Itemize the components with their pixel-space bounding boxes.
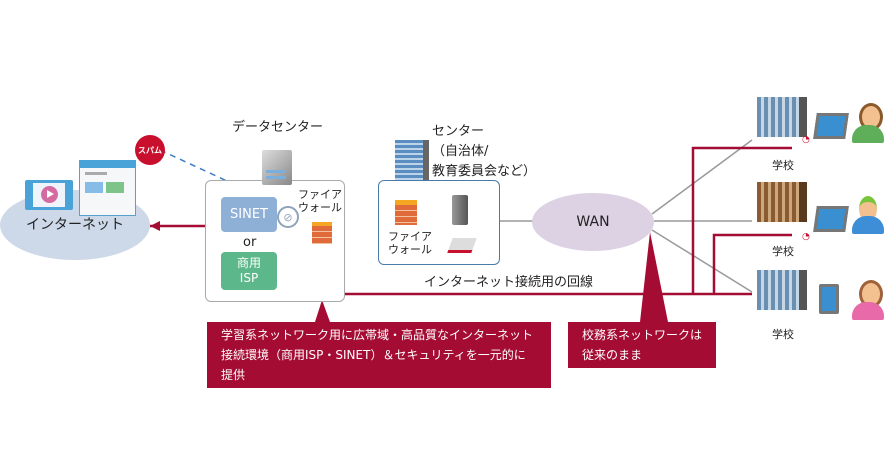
spam-badge: スパム xyxy=(135,135,165,165)
datacenter-server-icon xyxy=(262,150,292,185)
wan-school3-link xyxy=(651,229,753,293)
school-label: 学校 xyxy=(772,245,794,258)
school-building-icon xyxy=(757,270,807,310)
laptop-icon xyxy=(813,113,849,139)
school-1: ◔ 学校 xyxy=(752,95,890,172)
user-woman-icon xyxy=(852,103,884,143)
video-player-icon xyxy=(25,180,73,210)
school-label: 学校 xyxy=(772,159,794,172)
firewall-label-line1: ファイア xyxy=(298,188,342,201)
wan-label: WAN xyxy=(576,214,610,230)
center-title-line1: センター xyxy=(432,124,485,139)
firewall-label-line2: ウォール xyxy=(298,201,342,214)
user-girl-icon xyxy=(852,280,884,320)
left-callout-pointer xyxy=(315,300,330,322)
or-label: or xyxy=(243,235,257,250)
sinet-box: SINET xyxy=(221,197,277,232)
school2-red-line xyxy=(712,233,792,294)
right-callout: 校務系ネットワークは 従来のまま xyxy=(568,322,716,368)
school-2: ◔ 学校 xyxy=(752,180,890,260)
wan-cloud: WAN xyxy=(532,193,654,251)
center-firewall-line2: ウォール xyxy=(388,243,432,256)
isp-label-line2: ISP xyxy=(239,271,259,285)
school-3: 学校 xyxy=(752,268,890,348)
center-title-line2: （自治体/ xyxy=(432,144,489,159)
laptop-icon xyxy=(813,206,849,232)
tablet-icon xyxy=(819,284,839,314)
wifi-icon: ◔ xyxy=(802,135,810,145)
school1-red-line xyxy=(691,146,792,294)
school-label: 学校 xyxy=(772,328,794,341)
router-icon: ⊘ xyxy=(277,206,299,228)
internet-line-label: インターネット接続用の回線 xyxy=(424,275,594,290)
wifi-icon: ◔ xyxy=(802,232,810,242)
center-title-line3: 教育委員会など） xyxy=(432,164,537,179)
isp-box: 商用 ISP xyxy=(221,252,277,290)
datacenter-firewall-icon xyxy=(312,222,332,244)
center-title: センター （自治体/ 教育委員会など） xyxy=(432,122,536,182)
center-firewall-icon xyxy=(395,200,417,225)
wan-school1-link xyxy=(651,139,753,215)
browser-window-icon xyxy=(79,160,136,216)
left-callout: 学習系ネットワーク用に広帯域・高品質なインターネット 接続環境（商用ISP・SI… xyxy=(207,322,551,388)
datacenter-title: データセンター xyxy=(232,120,324,135)
spam-label: スパム xyxy=(138,145,162,155)
datacenter-firewall-label: ファイア ウォール xyxy=(298,188,342,214)
user-boy-cap-icon xyxy=(852,194,884,234)
right-callout-line2: 従来のまま xyxy=(582,348,643,362)
left-callout-line2: 接続環境（商用ISP・SINET）＆セキュリティを一元的に提供 xyxy=(221,348,526,382)
left-callout-line1: 学習系ネットワーク用に広帯域・高品質なインターネット xyxy=(221,328,534,342)
center-firewall-line1: ファイア xyxy=(388,230,432,243)
right-callout-pointer xyxy=(640,232,668,322)
sinet-label: SINET xyxy=(230,207,268,222)
internet-label: インターネット xyxy=(26,217,124,233)
internet-arrow-head xyxy=(150,221,160,231)
school-building-icon xyxy=(757,182,807,222)
right-callout-line1: 校務系ネットワークは xyxy=(582,328,703,342)
school-building-icon xyxy=(757,97,807,137)
isp-label-line1: 商用 xyxy=(236,256,261,270)
center-server-icon xyxy=(452,195,468,225)
center-building-icon xyxy=(395,140,429,185)
center-firewall-label: ファイア ウォール xyxy=(388,230,432,256)
